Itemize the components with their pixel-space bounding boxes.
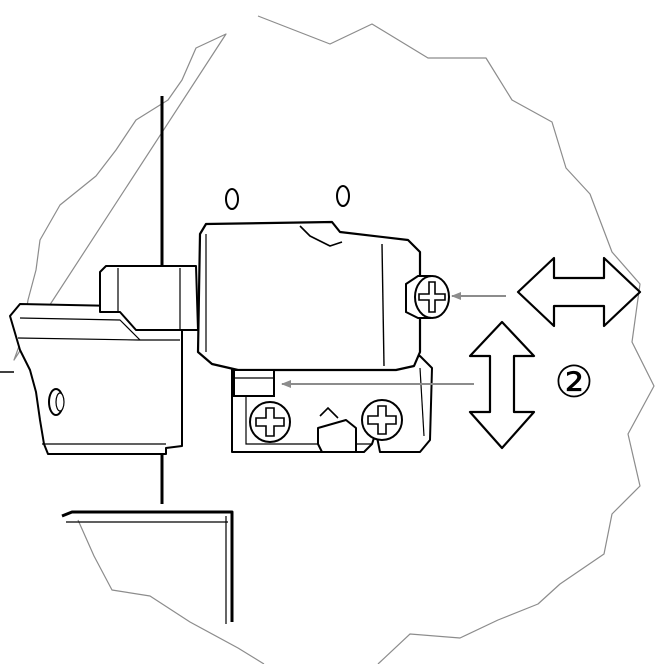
- step-number-label: ②: [554, 357, 594, 408]
- adjustment-screw-side: [405, 275, 450, 319]
- detail-cloud-outline: [13, 15, 655, 664]
- mounting-hole-left: [225, 188, 239, 210]
- hinge-body: [196, 220, 422, 372]
- cabinet-lower-body: [61, 510, 234, 622]
- hinge-cup: [99, 265, 199, 331]
- bracket-screw-right: [361, 399, 403, 441]
- hinge-arm: [9, 303, 183, 455]
- mounting-hole-right: [336, 185, 350, 207]
- bracket-screw-left: [249, 401, 291, 443]
- bracket-tab: [317, 419, 357, 453]
- vertical-double-arrow-icon: [468, 320, 536, 450]
- height-adjust-block: [233, 369, 275, 397]
- horizontal-double-arrow-icon: [516, 256, 642, 328]
